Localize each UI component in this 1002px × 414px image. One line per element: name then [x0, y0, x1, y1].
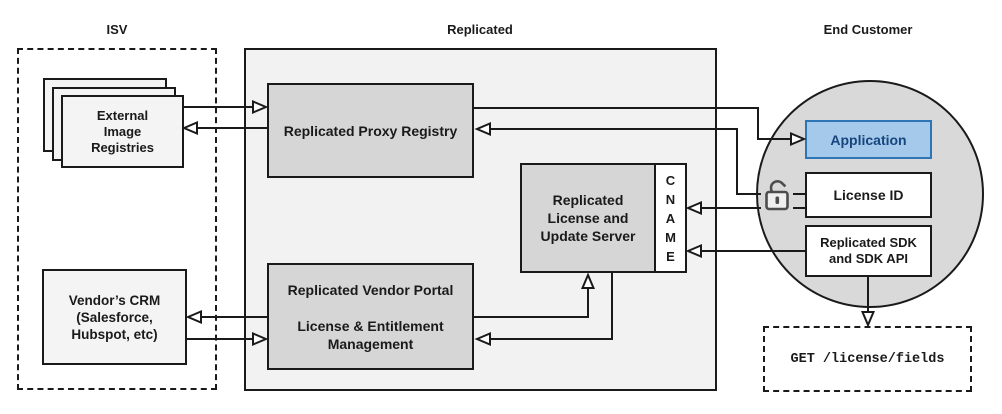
sdk-label: Replicated SDK: [820, 235, 917, 250]
crm-label: Hubspot, etc): [71, 326, 158, 342]
replicated-title: Replicated: [447, 22, 513, 37]
sdk-label: and SDK API: [829, 251, 908, 266]
external-image-registries-box: External Image Registries: [61, 95, 184, 168]
cname-strip: C N A M E: [654, 163, 687, 273]
crm-label: Vendor’s CRM: [68, 292, 161, 308]
registries-label: External: [96, 107, 149, 123]
crm-label: (Salesforce,: [76, 309, 153, 325]
license-id-label: License ID: [833, 187, 904, 203]
isv-title: ISV: [106, 22, 128, 37]
vendor-portal-sublabel: License & Entitlement Management: [297, 317, 444, 352]
get-license-fields-box: GET /license/fields: [763, 326, 972, 392]
cname-letter: N: [665, 191, 676, 207]
sdk-box: Replicated SDK and SDK API: [805, 225, 932, 277]
server-label: License and: [547, 210, 629, 226]
cname-letter: A: [665, 210, 676, 226]
vendor-portal-box: Replicated Vendor Portal License & Entit…: [267, 263, 474, 370]
license-id-box: License ID: [805, 172, 932, 218]
application-box: Application: [805, 120, 932, 159]
proxy-registry-box: Replicated Proxy Registry: [267, 83, 474, 178]
arrowhead: [860, 311, 876, 328]
cname-letter: C: [665, 172, 676, 188]
api-request-label: GET /license/fields: [790, 351, 945, 367]
license-update-server-box: Replicated License and Update Server: [520, 163, 656, 273]
server-label: Update Server: [540, 228, 636, 244]
server-label: Replicated: [552, 192, 624, 208]
registries-label: Image: [103, 123, 142, 139]
end-customer-title: End Customer: [823, 22, 913, 37]
vendor-portal-label: Replicated Vendor Portal: [287, 281, 454, 298]
proxy-registry-label: Replicated Proxy Registry: [283, 122, 458, 139]
registries-label: Registries: [91, 139, 154, 155]
cname-letter: E: [666, 248, 675, 264]
vendor-crm-box: Vendor’s CRM (Salesforce, Hubspot, etc): [42, 269, 187, 365]
application-label: Application: [830, 131, 907, 148]
cname-letter: M: [665, 229, 676, 245]
